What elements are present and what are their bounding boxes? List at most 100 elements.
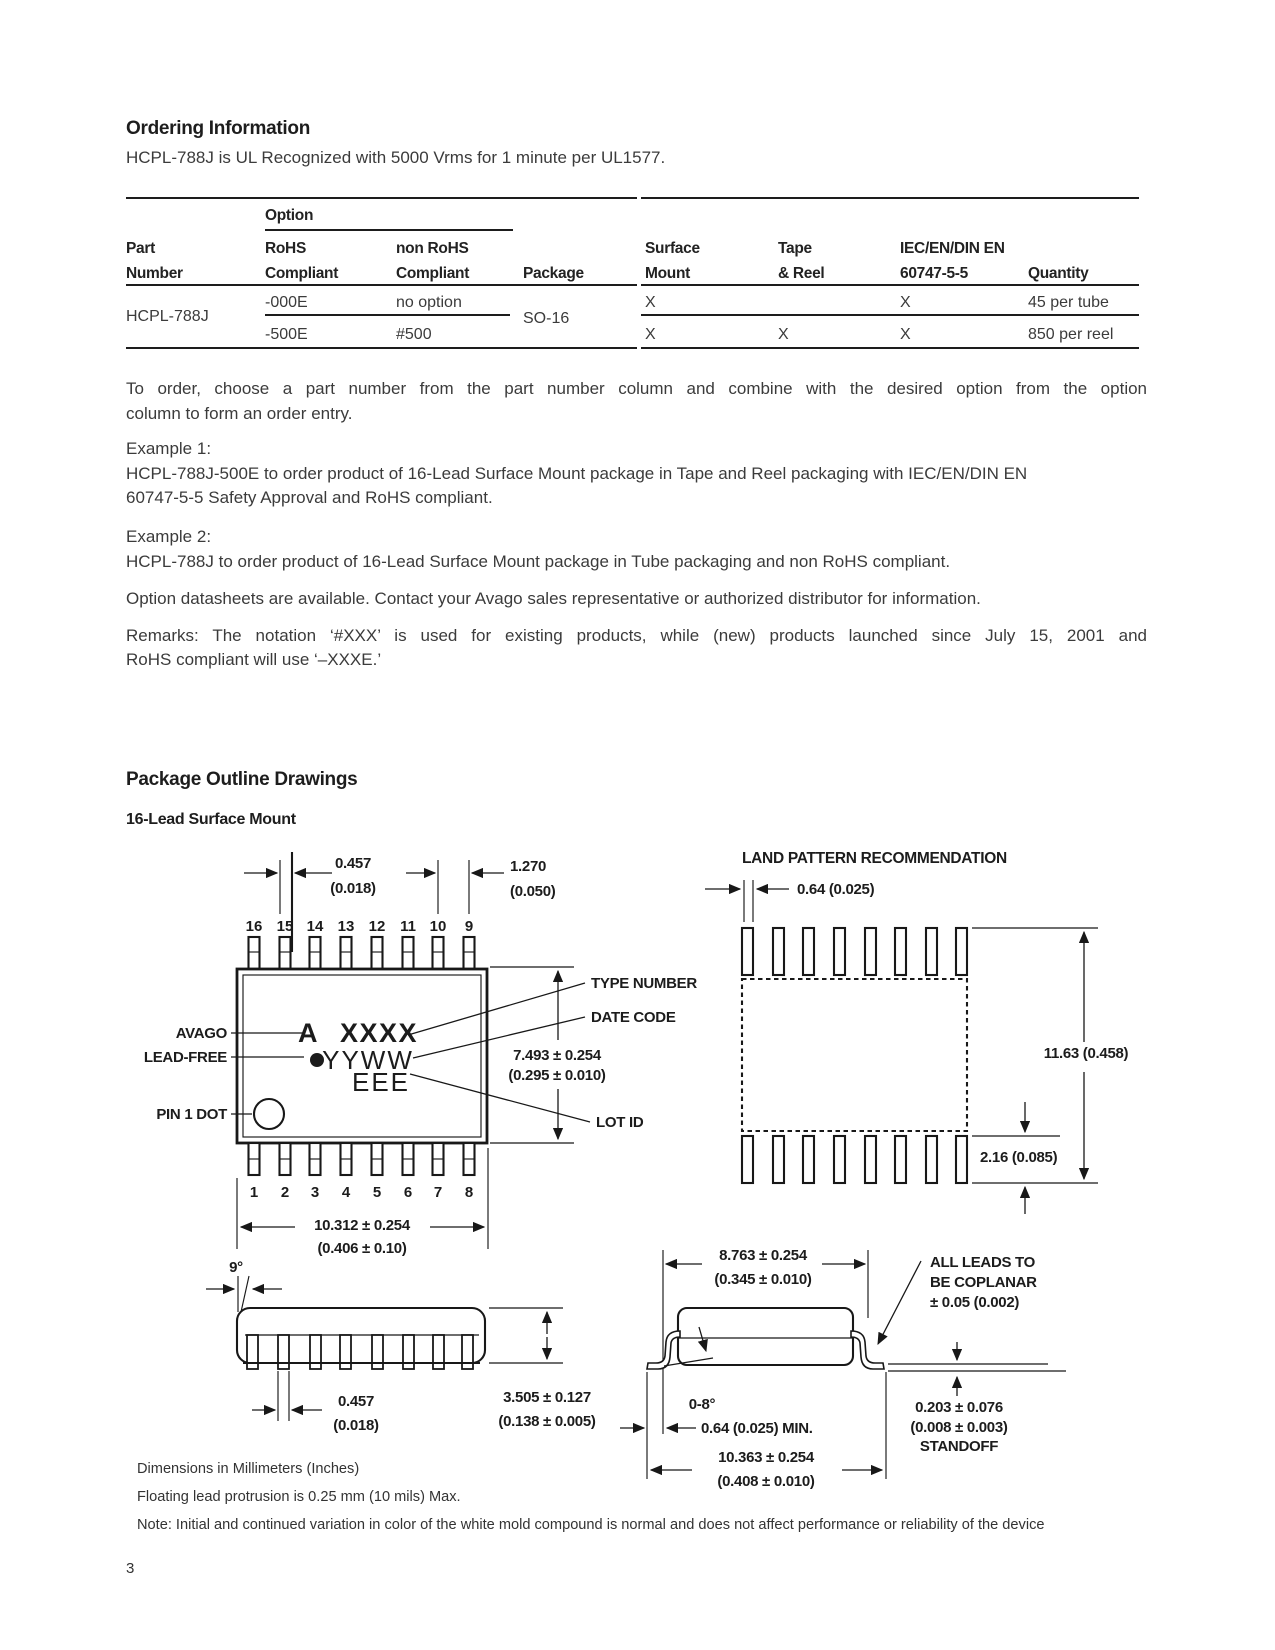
note-protrusion: Floating lead protrusion is 0.25 mm (10 … <box>137 1489 461 1505</box>
para-order: To order, choose a part number from the … <box>126 379 1147 423</box>
svg-text:3: 3 <box>311 1184 319 1201</box>
thickness-dim-in: (0.138 ± 0.005) <box>498 1413 595 1430</box>
cell-part-number: HCPL-788J <box>126 308 209 325</box>
total-span-dim-mm: 10.363 ± 0.254 <box>718 1449 815 1466</box>
cell-r1-quantity: 45 per tube <box>1028 294 1109 311</box>
draft-angle-dim: 9° <box>229 1259 243 1276</box>
para-remarks: Remarks: The notation ‘#XXX’ is used for… <box>126 625 1147 670</box>
cell-package: SO-16 <box>523 310 570 327</box>
page-number: 3 <box>126 1560 135 1577</box>
para-example1: Example 1: HCPL-788J-500E to order produ… <box>126 437 1068 511</box>
end-body-dim-mm: 8.763 ± 0.254 <box>719 1247 808 1264</box>
land-pattern-title: LAND PATTERN RECOMMENDATION <box>742 850 1007 867</box>
top-view-pins-top <box>247 935 476 971</box>
outline-heading: Package Outline Drawings <box>126 769 358 790</box>
col-header-package: Package <box>523 265 584 282</box>
body-width-dim-mm: 10.312 ± 0.254 <box>314 1217 411 1234</box>
svg-text:14: 14 <box>307 918 324 935</box>
ordering-heading: Ordering Information <box>126 118 311 139</box>
note-mold-compound: Note: Initial and continued variation in… <box>137 1517 1045 1533</box>
note-dimensions: Dimensions in Millimeters (Inches) <box>137 1461 360 1477</box>
svg-text:5: 5 <box>373 1184 381 1201</box>
land-pattern-body-outline <box>740 977 969 1133</box>
top-lead-width-dim-in: (0.018) <box>330 880 376 897</box>
cell-r1-rohs: -000E <box>265 294 308 311</box>
col-header-quantity: Quantity <box>1028 265 1089 282</box>
top-view-pins-bottom <box>247 1141 476 1177</box>
end-body-outline <box>676 1306 855 1367</box>
body-height-dim-mm: 7.493 ± 0.254 <box>513 1047 602 1064</box>
table-rule-header-right <box>641 284 1139 286</box>
mark-type-number: A XXXX <box>298 1018 418 1048</box>
date-code-callout: DATE CODE <box>591 1009 676 1026</box>
side-lead-width-dim-in: (0.018) <box>333 1417 379 1434</box>
land-pattern-pads-top <box>740 926 969 977</box>
type-number-callout: TYPE NUMBER <box>591 975 697 992</box>
table-rule-top-right <box>641 197 1139 199</box>
ordering-intro: HCPL-788J is UL Recognized with 5000 Vrm… <box>126 148 666 167</box>
land-span-dim: 11.63 (0.458) <box>1044 1045 1129 1062</box>
option-group-underline <box>265 229 513 231</box>
col-group-option: Option <box>265 207 314 224</box>
end-view-drawing: 8.763 ± 0.254 (0.345 ± 0.010) ALL LEADS … <box>620 1247 1066 1490</box>
table-rule-top-left <box>126 197 637 199</box>
table-rule-bottom-left <box>126 347 637 349</box>
example1-label: Example 1: <box>126 439 212 459</box>
coplanar-callout-line2: BE COPLANAR <box>930 1274 1037 1291</box>
chip-body-outline <box>235 967 489 1145</box>
svg-text:8: 8 <box>465 1184 473 1201</box>
table-rule-rowsep-right <box>641 314 1139 316</box>
cell-r2-rohs: -500E <box>265 326 308 343</box>
cell-r2-quantity: 850 per reel <box>1028 326 1114 343</box>
standoff-dim-in: (0.008 ± 0.003) <box>910 1419 1007 1436</box>
total-span-dim-in: (0.408 ± 0.010) <box>717 1473 814 1490</box>
cell-r2-tape: X <box>778 326 789 343</box>
lead-angle-dim: 0-8° <box>689 1396 716 1413</box>
land-pattern-drawing: LAND PATTERN RECOMMENDATION <box>705 850 1129 1214</box>
side-view-leads <box>246 1334 474 1370</box>
body-width-dim-in: (0.406 ± 0.10) <box>317 1240 406 1257</box>
chip-body-inner-outline <box>242 974 482 1138</box>
para-option-datasheets: Option datasheets are available. Contact… <box>126 589 981 609</box>
top-lead-width-dim-mm: 0.457 <box>335 855 371 872</box>
svg-text:11: 11 <box>400 918 416 935</box>
avago-label: AVAGO <box>176 1025 228 1042</box>
coplanar-callout-line3: ± 0.05 (0.002) <box>930 1294 1019 1311</box>
svg-text:2: 2 <box>281 1184 289 1201</box>
svg-text:4: 4 <box>342 1184 351 1201</box>
svg-text:13: 13 <box>338 918 355 935</box>
svg-text:6: 6 <box>404 1184 412 1201</box>
svg-text:12: 12 <box>369 918 386 935</box>
pitch-dim-mm: 1.270 <box>510 858 546 875</box>
lead-free-label: LEAD-FREE <box>144 1049 227 1066</box>
cell-r2-surface: X <box>645 326 656 343</box>
thickness-dim-mm: 3.505 ± 0.127 <box>503 1389 591 1406</box>
top-view-drawing: 16 15 14 13 12 11 10 9 <box>144 852 698 1257</box>
outline-subheading: 16-Lead Surface Mount <box>126 811 296 828</box>
coplanar-callout-line1: ALL LEADS TO <box>930 1254 1036 1271</box>
pitch-dim-in: (0.050) <box>510 883 556 900</box>
pin1-dot-label: PIN 1 DOT <box>156 1106 227 1123</box>
standoff-dim-mm: 0.203 ± 0.076 <box>915 1399 1003 1416</box>
mark-lot-id: EEE <box>352 1067 410 1097</box>
table-rule-header-left <box>126 284 637 286</box>
cell-r2-iec: X <box>900 326 911 343</box>
top-view-pin-numbers-top: 16 15 14 13 12 11 10 9 <box>246 918 474 935</box>
lead-free-dot-icon <box>310 1053 324 1067</box>
svg-text:16: 16 <box>246 918 263 935</box>
example2-label: Example 2: <box>126 526 212 546</box>
cell-r1-surface: X <box>645 294 656 311</box>
svg-text:10: 10 <box>430 918 447 935</box>
ordering-paragraphs: To order, choose a part number from the … <box>126 377 1147 673</box>
land-pattern-pads-bottom <box>740 1134 969 1185</box>
side-view-drawing: 9° 0.457 (0.018) <box>206 1259 596 1434</box>
cell-r2-non-rohs: #500 <box>396 326 432 343</box>
pad-length-dim: 2.16 (0.085) <box>980 1149 1058 1166</box>
svg-text:7: 7 <box>434 1184 442 1201</box>
end-body-dim-in: (0.345 ± 0.010) <box>714 1271 811 1288</box>
